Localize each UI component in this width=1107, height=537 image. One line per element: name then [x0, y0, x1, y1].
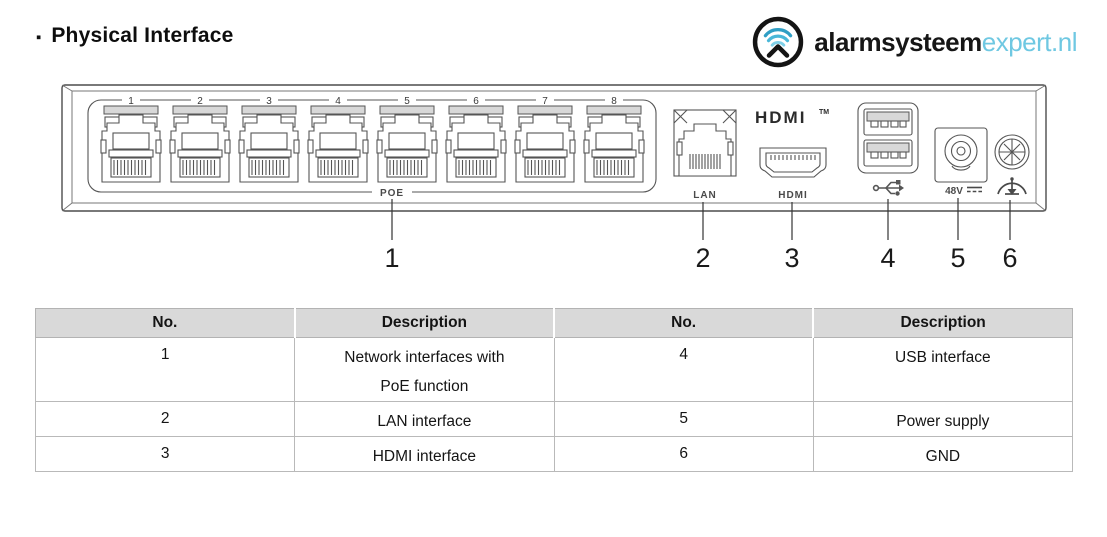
poe-port-8 — [583, 105, 645, 183]
poe-port-5 — [376, 105, 438, 183]
port-number-5: 5 — [404, 96, 410, 107]
cell-description: Power supply — [812, 401, 1074, 437]
poe-port-3 — [238, 105, 300, 183]
cell-description: GND — [812, 436, 1074, 472]
port-number-3: 3 — [266, 96, 272, 107]
brand-name-dark: alarmsysteem — [814, 26, 982, 57]
hdmi-logo-text: HDMI — [755, 108, 806, 127]
bullet-icon: ▪ — [36, 28, 42, 46]
lan-port: LAN — [673, 109, 737, 201]
port-number-4: 4 — [335, 96, 341, 107]
lan-label: LAN — [693, 190, 717, 201]
chassis — [61, 84, 1047, 212]
power-voltage-label: 48V — [945, 186, 963, 197]
hdmi-tm-mark: TM — [819, 109, 829, 116]
power-jack: 48V — [934, 127, 988, 197]
header-no-left: No. — [34, 308, 296, 338]
dc-symbol-icon — [967, 186, 982, 193]
poe-port-2 — [169, 105, 231, 183]
cell-no: 5 — [553, 401, 814, 437]
header-description-left: Description — [293, 308, 556, 338]
poe-port-1 — [100, 105, 162, 183]
cell-description: USB interface — [812, 337, 1074, 402]
device-rear-panel-diagram: 1 2 3 4 5 6 7 8 POE — [61, 84, 1047, 273]
usb-icon — [872, 180, 904, 196]
table-row: 1 Network interfaces with PoE function 4… — [34, 337, 1074, 402]
usb-ports — [857, 102, 919, 196]
callout-4: 4 — [880, 243, 895, 273]
poe-label: POE — [380, 188, 404, 199]
brand-name: alarmsysteemexpert.nl — [814, 27, 1077, 58]
hdmi-port: HDMI TM HDMI — [755, 108, 829, 201]
cell-no: 4 — [553, 337, 814, 402]
brand-name-light: expert.nl — [981, 26, 1078, 57]
hdmi-label: HDMI — [778, 190, 808, 201]
cell-description: Network interfaces with PoE function — [294, 337, 555, 402]
header-description-right: Description — [812, 308, 1074, 338]
port-number-6: 6 — [473, 96, 479, 107]
poe-port-group: 1 2 3 4 5 6 7 8 POE — [87, 94, 657, 199]
header-no-right: No. — [552, 308, 815, 338]
callout-3: 3 — [784, 243, 799, 273]
port-number-7: 7 — [542, 96, 548, 107]
cell-no: 3 — [34, 436, 296, 472]
callout-5: 5 — [950, 243, 965, 273]
table-row: 3 HDMI interface 6 GND — [34, 436, 1074, 472]
cell-no: 2 — [34, 401, 296, 437]
ground-icon — [997, 177, 1027, 195]
cell-description: HDMI interface — [294, 436, 555, 472]
callouts: 1 2 3 4 5 6 — [384, 198, 1018, 273]
cell-no: 6 — [553, 436, 814, 472]
port-number-1: 1 — [128, 96, 134, 107]
wifi-signal-icon — [753, 16, 804, 68]
port-number-8: 8 — [611, 96, 617, 107]
table-header-row: No. Description No. Description — [34, 308, 1074, 338]
poe-port-4 — [307, 105, 369, 183]
callout-1: 1 — [384, 243, 399, 273]
interface-description-table: No. Description No. Description 1 Networ… — [34, 308, 1074, 472]
page-title-row: ▪ Physical Interface — [36, 24, 234, 48]
page-title: Physical Interface — [51, 24, 234, 47]
poe-port-6 — [445, 105, 507, 183]
table-row: 2 LAN interface 5 Power supply — [34, 401, 1074, 437]
port-number-2: 2 — [197, 96, 203, 107]
gnd-terminal — [994, 134, 1030, 195]
cell-description: LAN interface — [294, 401, 555, 437]
callout-2: 2 — [695, 243, 710, 273]
poe-port-7 — [514, 105, 576, 183]
cell-no: 1 — [34, 337, 296, 402]
brand-logo: alarmsysteemexpert.nl — [751, 15, 1078, 69]
callout-6: 6 — [1002, 243, 1017, 273]
